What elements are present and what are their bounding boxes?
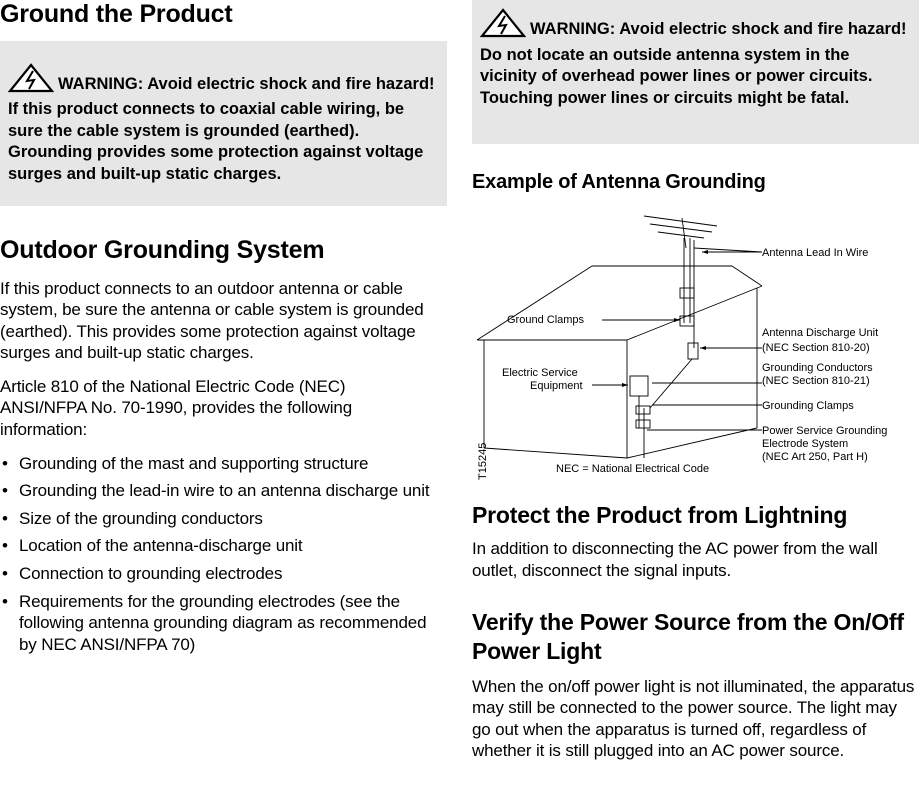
label-grounding-conductors: Grounding Conductors [762,362,873,374]
ground-product-title: Ground the Product [0,0,233,28]
label-electric-service-equipment: Equipment [530,380,583,392]
label-discharge-unit-section: (NEC Section 810-20) [762,342,870,354]
antenna-grounding-diagram: Antenna Lead In Wire Ground Clamps Anten… [476,215,887,480]
label-antenna-lead: Antenna Lead In Wire [762,247,868,259]
electric-hazard-icon [479,8,527,45]
list-item: Location of the antenna-discharge unit [0,535,435,557]
label-grounding-conductors-section: (NEC Section 810-21) [762,375,870,387]
coaxial-warning-text: WARNING: Avoid electric shock and fire h… [8,74,435,183]
right-column-lower: Protect the Product from Lightning In ad… [472,502,919,762]
lightning-para: In addition to disconnecting the AC powe… [472,539,878,581]
label-discharge-unit: Antenna Discharge Unit [762,327,878,339]
label-figure-id: T15245 [477,443,489,480]
label-electric-service: Electric Service [502,367,578,379]
list-item: Grounding the lead-in wire to an antenna… [0,480,435,502]
power-lines-warning-text: WARNING: Avoid electric shock and fire h… [480,20,907,107]
power-source-para: When the on/off power light is not illum… [472,676,915,761]
lightning-title: Protect the Product from Lightning [472,502,848,528]
label-electrode-system: Electrode System [762,438,848,450]
coaxial-warning-box: WARNING: Avoid electric shock and fire h… [0,40,447,206]
power-lines-warning-box: WARNING: Avoid electric shock and fire h… [472,0,919,144]
label-power-service: Power Service Grounding [762,425,887,437]
antenna-grounding-title: Example of Antenna Grounding [472,171,766,193]
label-ground-clamps: Ground Clamps [507,314,585,326]
label-nec-art: (NEC Art 250, Part H) [762,451,868,463]
label-nec-note: NEC = National Electrical Code [556,463,709,475]
list-item: Requirements for the grounding electrode… [0,591,435,656]
list-item: Grounding of the mast and supporting str… [0,453,435,475]
outdoor-grounding-title: Outdoor Grounding System [0,235,325,264]
electric-hazard-icon [7,62,55,100]
right-column: WARNING: Avoid electric shock and fire h… [472,0,919,194]
label-grounding-clamps: Grounding Clamps [762,400,854,412]
list-item: Connection to grounding electrodes [0,563,435,585]
nec-article-para: Article 810 of the National Electric Cod… [0,376,353,440]
power-source-title: Verify the Power Source from the On/Off … [472,608,904,664]
nec-info-list: Grounding of the mast and supporting str… [0,453,435,656]
left-column: Ground the Product WARNING: Avoid electr… [0,0,447,661]
list-item: Size of the grounding conductors [0,508,435,530]
outdoor-grounding-para: If this product connects to an outdoor a… [0,278,424,363]
